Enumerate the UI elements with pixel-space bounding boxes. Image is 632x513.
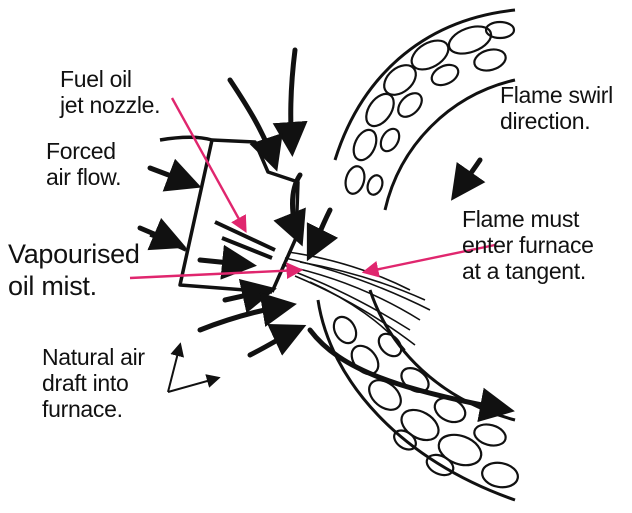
label-line: draft into	[42, 370, 145, 396]
label-line: furnace.	[42, 396, 145, 422]
label-line: Vapourised	[8, 238, 140, 270]
furnace-lining-upper	[343, 21, 514, 197]
label-natural-air: Natural air draft into furnace.	[42, 344, 145, 422]
label-line: oil mist.	[8, 270, 140, 302]
label-vapourised: Vapourised oil mist.	[8, 238, 140, 302]
natural-air-pointers	[168, 345, 218, 392]
swirl-arrows	[140, 50, 508, 410]
label-fuel-nozzle: Fuel oil jet nozzle.	[60, 66, 160, 118]
label-line: Forced	[46, 138, 121, 164]
label-line: air flow.	[46, 164, 121, 190]
label-tangent: Flame must enter furnace at a tangent.	[462, 206, 594, 284]
label-line: direction.	[500, 108, 613, 134]
label-line: jet nozzle.	[60, 92, 160, 118]
label-line: Flame swirl	[500, 82, 613, 108]
label-forced-air: Forced air flow.	[46, 138, 121, 190]
furnace-lining-lower	[329, 313, 519, 490]
mist-pointer	[130, 270, 300, 278]
label-line: Natural air	[42, 344, 145, 370]
nozzle-pointer	[172, 98, 245, 230]
label-flame-swirl: Flame swirl direction.	[500, 82, 613, 134]
fuel-nozzle	[215, 222, 275, 258]
label-line: Flame must	[462, 206, 594, 232]
label-line: Fuel oil	[60, 66, 160, 92]
label-line: enter furnace	[462, 232, 594, 258]
label-line: at a tangent.	[462, 258, 594, 284]
